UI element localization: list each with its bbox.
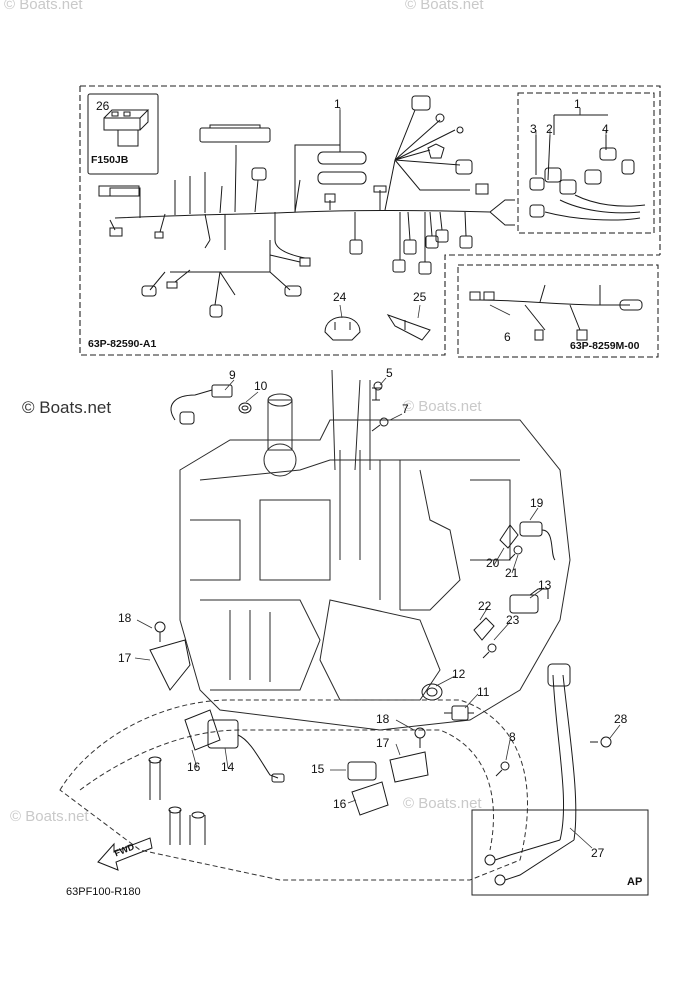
watermark-lower-mid: © Boats.net [403, 795, 482, 812]
fwd-arrow [97, 837, 153, 871]
callout-28: 28 [614, 712, 628, 726]
ap-box [471, 809, 649, 896]
ap-label: AP [627, 876, 643, 888]
callout-22: 22 [478, 599, 492, 613]
callout-15: 15 [311, 762, 325, 776]
harness-code-sub: 63P-8259M-00 [570, 340, 640, 352]
callout-5: 5 [386, 366, 393, 380]
callout-13: 13 [538, 578, 552, 592]
callout-18-left: 18 [118, 611, 132, 625]
callout-14: 14 [221, 760, 235, 774]
watermark-top-mid: © Boats.net [405, 0, 484, 13]
bottom-cowling [59, 699, 528, 881]
holder-16-mid [351, 781, 389, 816]
sub-harness-1 [529, 108, 646, 221]
engine-block [179, 369, 571, 731]
bracket-20 [499, 524, 519, 549]
screw-18-left [154, 621, 166, 642]
callout-17-mid: 17 [376, 736, 390, 750]
screw-8 [495, 761, 510, 777]
bracket-17-left [149, 639, 191, 691]
callout-26: 26 [96, 99, 110, 113]
callout-16-mid: 16 [333, 797, 347, 811]
relay-14 [207, 719, 285, 783]
switch-11 [444, 705, 474, 721]
callout-23: 23 [506, 613, 520, 627]
callout-1-sub: 1 [574, 97, 581, 111]
watermark-mid: © Boats.net [403, 398, 482, 415]
watermark-lower-left: © Boats.net [10, 808, 89, 825]
sub-harness-box-6 [457, 264, 659, 358]
callout-19: 19 [530, 496, 544, 510]
cable-27 [484, 663, 577, 886]
screw-21 [508, 545, 523, 561]
screw-5 [372, 381, 383, 401]
callout-6: 6 [504, 330, 511, 344]
connector-box-26 [87, 93, 159, 175]
bracket-17-mid [389, 751, 429, 783]
screw-7 [371, 417, 389, 432]
clamp-24 [324, 316, 361, 341]
callout-1-main: 1 [334, 97, 341, 111]
screw-23 [482, 643, 497, 659]
watermark-left: © Boats.net [22, 398, 112, 417]
callout-27: 27 [591, 846, 605, 860]
callout-11: 11 [477, 685, 490, 699]
sensor-19 [519, 521, 556, 561]
sub-harness-box-1 [517, 92, 655, 234]
sensor-13 [509, 588, 549, 614]
callout-24: 24 [333, 290, 347, 304]
callout-8: 8 [509, 730, 516, 744]
washer-10 [238, 402, 252, 414]
sensor-9 [170, 384, 233, 425]
bracket-22 [473, 617, 495, 641]
connector-code: F150JB [91, 154, 129, 166]
callout-21: 21 [505, 566, 519, 580]
cover-15 [347, 761, 377, 781]
callout-10: 10 [254, 379, 268, 393]
watermark-top-left: © Boats.net [4, 0, 83, 13]
screw-18-mid [414, 727, 426, 748]
cowling-posts [148, 756, 206, 845]
diagram-id: 63PF100-R180 [66, 886, 141, 898]
callout-2: 2 [546, 122, 553, 136]
callout-18-mid: 18 [376, 712, 390, 726]
sub-harness-6 [469, 284, 643, 341]
callout-9: 9 [229, 368, 236, 382]
callout-7: 7 [402, 402, 409, 416]
callout-17-left: 17 [118, 651, 132, 665]
harness-main-frame [79, 85, 661, 356]
clamp-25 [386, 314, 431, 341]
screw-28 [590, 736, 612, 748]
main-harness-trunk [98, 95, 515, 318]
callout-25: 25 [413, 290, 427, 304]
callout-3: 3 [530, 122, 537, 136]
callout-12: 12 [452, 667, 466, 681]
grommet-12 [421, 683, 443, 701]
harness-code-main: 63P-82590-A1 [88, 338, 157, 350]
leader-lines [134, 108, 621, 849]
holder-16-left [184, 709, 221, 751]
callout-20: 20 [486, 556, 500, 570]
callout-4: 4 [602, 122, 609, 136]
connector-26-icon [103, 109, 150, 147]
callout-16-left: 16 [187, 760, 201, 774]
